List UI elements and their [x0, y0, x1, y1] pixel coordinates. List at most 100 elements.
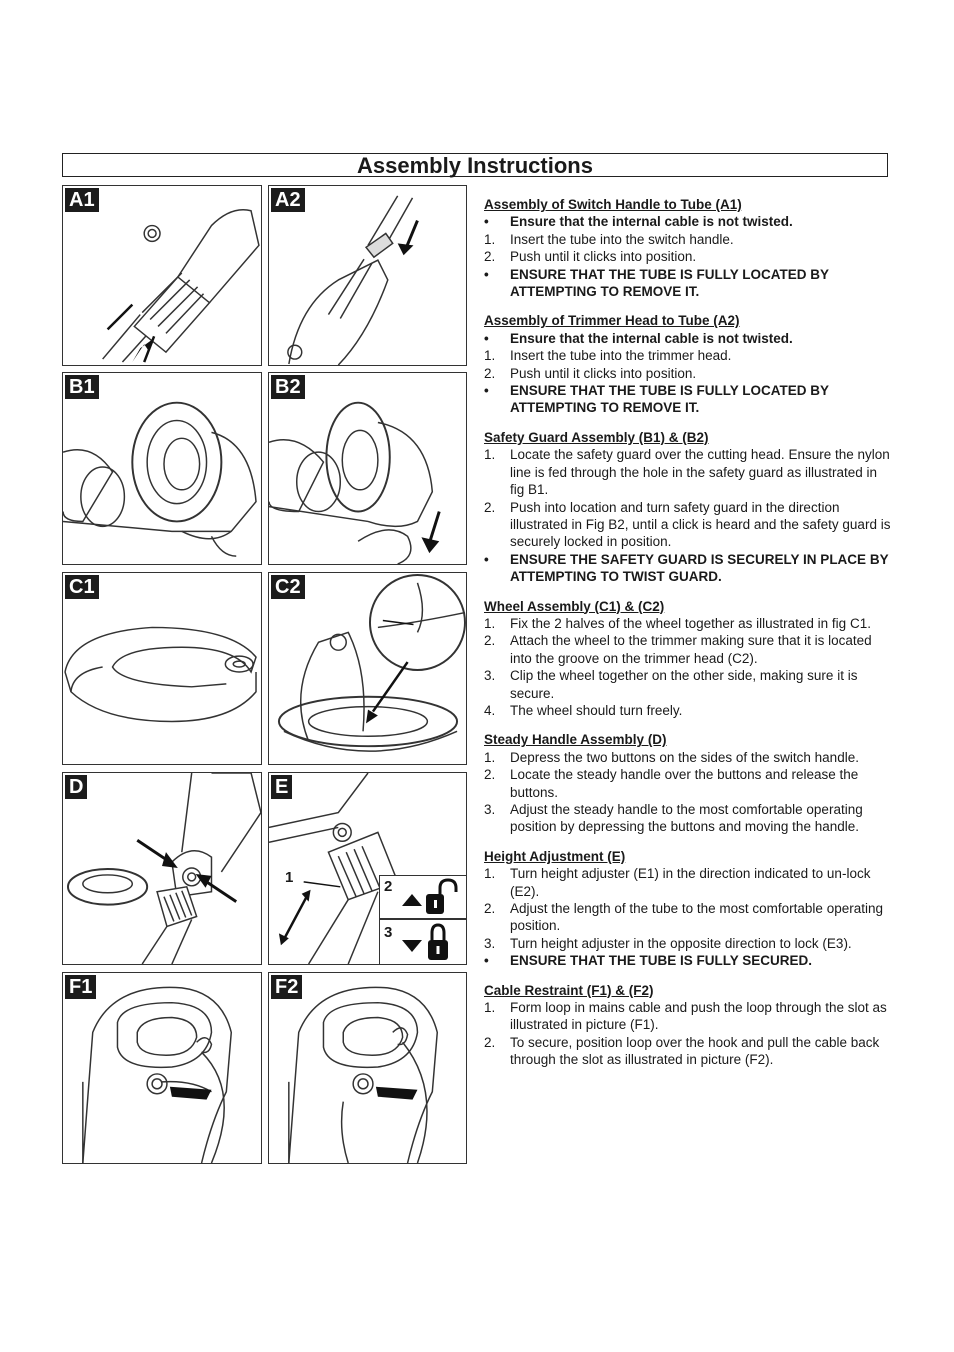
list-item: 1. Fix the 2 halves of the wheel together… [484, 615, 892, 632]
height-adjuster-drawing [269, 773, 399, 964]
list-item: 1. Form loop in mains cable and push the … [484, 999, 892, 1034]
list-item-text: ENSURE THAT THE TUBE IS FULLY SECURED. [510, 953, 813, 969]
list-item-text: Clip the wheel together on the other sid… [510, 668, 858, 701]
list-item: 1. Locate the safety guard over the cutti… [484, 446, 892, 498]
list-item-text: Locate the safety guard over the cutting… [510, 447, 890, 498]
section-title: Height Adjustment (E) [484, 848, 626, 864]
section-title: Assembly of Trimmer Head to Tube (A2) [484, 313, 740, 329]
list-marker: 1. [484, 348, 496, 364]
list-item: 1. Insert the tube into the switch handle… [484, 231, 892, 248]
list-item-text: Form loop in mains cable and push the lo… [510, 1000, 887, 1033]
list-item-text: Insert the tube into the trimmer head. [510, 348, 732, 364]
figure-c1: C1 [62, 572, 262, 765]
instruction-section: Safety Guard Assembly (B1) & (B2) 1. Locat… [484, 429, 892, 586]
list-item-text: Locate the steady handle over the button… [510, 767, 859, 800]
list-item-text: Push until it clicks into position. [510, 249, 697, 265]
figure-label: A2 [271, 188, 305, 212]
list-marker: • [484, 214, 489, 230]
list-item: 4.The wheel should turn freely. [484, 702, 892, 719]
section-title: Cable Restraint (F1) & (F2) [484, 982, 654, 998]
list-item-text: ENSURE THAT THE TUBE IS FULLY LOCATED BY… [510, 383, 829, 416]
steady-handle-drawing [66, 773, 261, 964]
figure-label: E [271, 775, 293, 799]
figure-b2: B2 [268, 372, 467, 565]
figure-f2: F2 [268, 972, 467, 1164]
list-item: • ENSURE THAT THE TUBE IS FULLY SECURED. [484, 952, 892, 969]
cable-loop-drawing [82, 986, 233, 1163]
list-item-text: Ensure that the internal cable is not tw… [510, 214, 793, 230]
list-marker: 1. [484, 1000, 496, 1016]
list-marker: 1. [484, 447, 496, 463]
list-marker: 2. [484, 633, 496, 649]
section-title: Safety Guard Assembly (B1) & (B2) [484, 429, 709, 445]
callout-2: 2 [384, 878, 393, 895]
trimmer-head-drawing [287, 195, 419, 365]
list-marker: 2. [484, 499, 496, 515]
instruction-section: Assembly of Trimmer Head to Tube (A2)•En… [484, 312, 892, 416]
list-item-text: Adjust the length of the tube to the mos… [510, 901, 883, 934]
switch-handle-drawing [102, 209, 260, 363]
list-item: 2. Push into location and turn safety gua… [484, 499, 892, 551]
list-item: 1. Turn height adjuster (E1) in the direc… [484, 865, 892, 900]
list-item-text: Push into location and turn safety guard… [510, 499, 891, 550]
figure-label: C1 [65, 575, 99, 599]
list-item: 3. Clip the wheel together on the other s… [484, 667, 892, 702]
section-title: Assembly of Switch Handle to Tube (A1) [484, 197, 742, 212]
list-marker: 1. [484, 615, 496, 631]
list-item: 1. Insert the tube into the trimmer head. [484, 347, 892, 364]
list-item-text: To secure, position loop over the hook a… [510, 1034, 880, 1068]
list-item-text: Depress the two buttons on the sides of … [510, 749, 859, 765]
list-item-text: ENSURE THAT THE TUBE IS FULLY LOCATED BY… [510, 266, 829, 300]
list-marker: • [484, 953, 489, 969]
list-item: 1.Depress the two buttons on the sides o… [484, 749, 892, 766]
list-marker: 3. [484, 668, 496, 684]
instruction-section: Steady Handle Assembly (D)1.Depress the … [484, 731, 892, 835]
list-item-text: Ensure that the internal cable is not tw… [510, 330, 793, 346]
instruction-section: Cable Restraint (F1) & (F2) 1. Form loop i… [484, 982, 892, 1069]
figure-d: D [62, 772, 262, 965]
figure-label: A1 [65, 188, 99, 212]
figure-a2: A2 [268, 185, 467, 366]
figure-b1: B1 [62, 372, 262, 565]
safety-guard-turn-drawing [269, 401, 441, 564]
list-marker: • [484, 330, 489, 346]
list-item-text: Turn height adjuster (E1) in the directi… [510, 866, 871, 899]
figure-f1: F1 [62, 972, 262, 1164]
cable-secured-drawing [288, 986, 439, 1163]
list-item-text: Turn height adjuster in the opposite dir… [510, 935, 852, 951]
list-item: • Ensure that the internal cable is not t… [484, 330, 892, 347]
section-title: Steady Handle Assembly (D) [484, 732, 667, 748]
list-item: 2. Adjust the length of the tube to the m… [484, 900, 892, 935]
list-item: 2. To secure, position loop over the hook… [484, 1034, 892, 1069]
list-item: • ENSURE THAT THE TUBE IS FULLY LOCATED B… [484, 382, 892, 417]
list-item: 3.Adjust the steady handle to the most c… [484, 801, 892, 836]
list-item: 2.Attach the wheel to the trimmer making… [484, 632, 892, 667]
list-item-text: Insert the tube into the switch handle. [510, 231, 734, 247]
figure-label: F1 [65, 975, 97, 999]
list-item: 2.Push until it clicks into position. [484, 365, 892, 382]
instruction-section: Wheel Assembly (C1) & (C2)1.Fix the 2 ha… [484, 598, 892, 720]
figure-label: C2 [271, 575, 305, 599]
list-item: 2.Locate the steady handle over the butt… [484, 766, 892, 801]
figure-label: B2 [271, 375, 305, 399]
wheel-attach-drawing [277, 573, 466, 752]
list-item: • ENSURE THAT THE TUBE IS FULLY LOCATED B… [484, 266, 892, 301]
figure-c2: C2 [268, 572, 467, 765]
list-item-text: The wheel should turn freely. [510, 702, 683, 718]
list-marker: 2. [484, 365, 496, 381]
list-item-text: Fix the 2 halves of the wheel together a… [510, 615, 871, 631]
list-marker: 2. [484, 1034, 496, 1050]
safety-guard-drawing [63, 401, 257, 557]
list-item: 2.Push until it clicks into position. [484, 248, 892, 265]
list-item-text: ENSURE THE SAFETY GUARD IS SECURELY IN P… [510, 551, 889, 585]
list-marker: 1. [484, 866, 496, 882]
lock-icon [402, 923, 448, 960]
list-item: • Ensure that the internal cable is not t… [484, 213, 892, 230]
list-item: 3.Turn height adjuster in the opposite d… [484, 935, 892, 952]
list-marker: 2. [484, 901, 496, 917]
list-marker: • [484, 383, 489, 399]
list-item-text: Adjust the steady handle to the most com… [510, 802, 863, 835]
list-marker: 1. [484, 231, 496, 247]
list-marker: • [484, 266, 489, 282]
lock-panel: 3 [379, 919, 466, 964]
